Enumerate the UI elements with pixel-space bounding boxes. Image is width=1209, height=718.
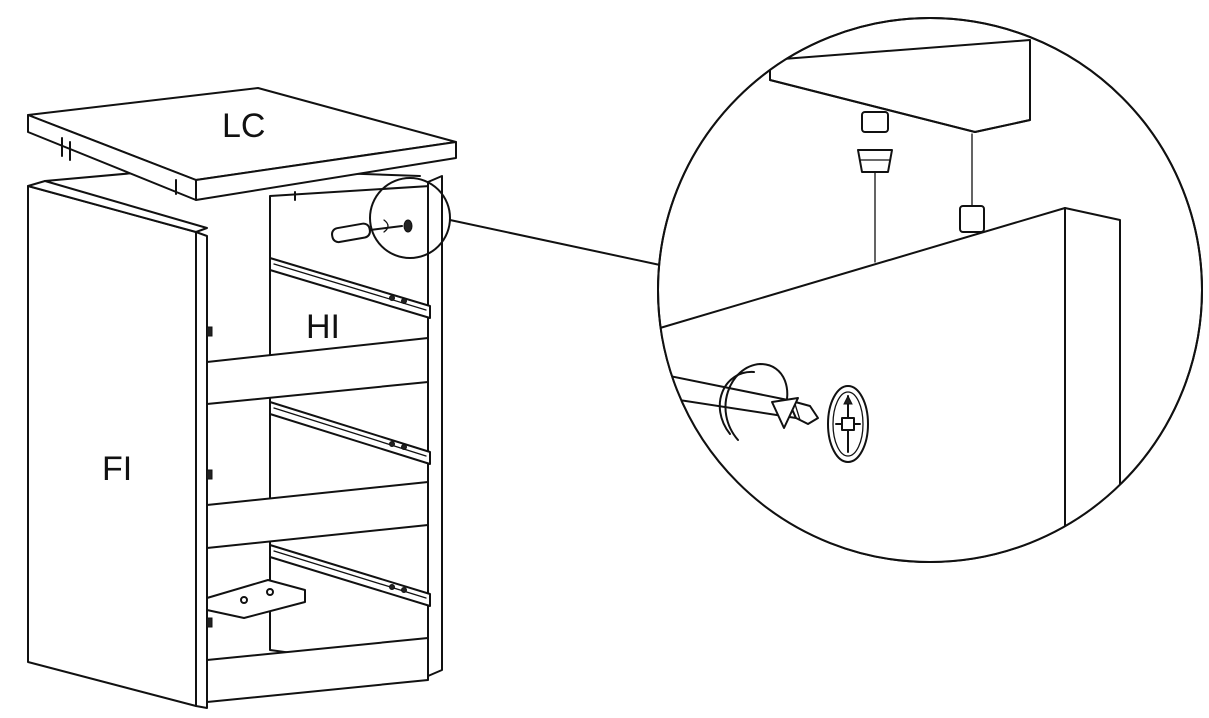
zoom-indicator	[369, 177, 451, 259]
runner-middle	[269, 401, 431, 465]
label-back-panel: HI	[306, 308, 340, 346]
runner-bottom	[269, 544, 431, 607]
top-panel	[27, 87, 457, 201]
runner-top	[269, 257, 431, 319]
cam-pin	[857, 111, 893, 263]
label-top-panel: LC	[222, 107, 265, 145]
bottom-bracket	[206, 579, 306, 619]
cabinet-carcass	[27, 87, 457, 709]
left-side-panel	[27, 180, 213, 709]
drawer-runners	[269, 257, 431, 607]
cam-fittings-left	[206, 326, 213, 628]
label-side-panel: FI	[102, 450, 132, 488]
front-rails	[206, 337, 429, 703]
screwdriver-small	[331, 219, 413, 244]
detail-callout	[657, 17, 1203, 563]
cam-lock-icon	[827, 385, 869, 463]
dowels	[61, 137, 296, 201]
clockwise-arrow-icon	[718, 363, 799, 441]
screwdriver-detail	[658, 369, 819, 425]
zoom-connector	[449, 219, 661, 266]
